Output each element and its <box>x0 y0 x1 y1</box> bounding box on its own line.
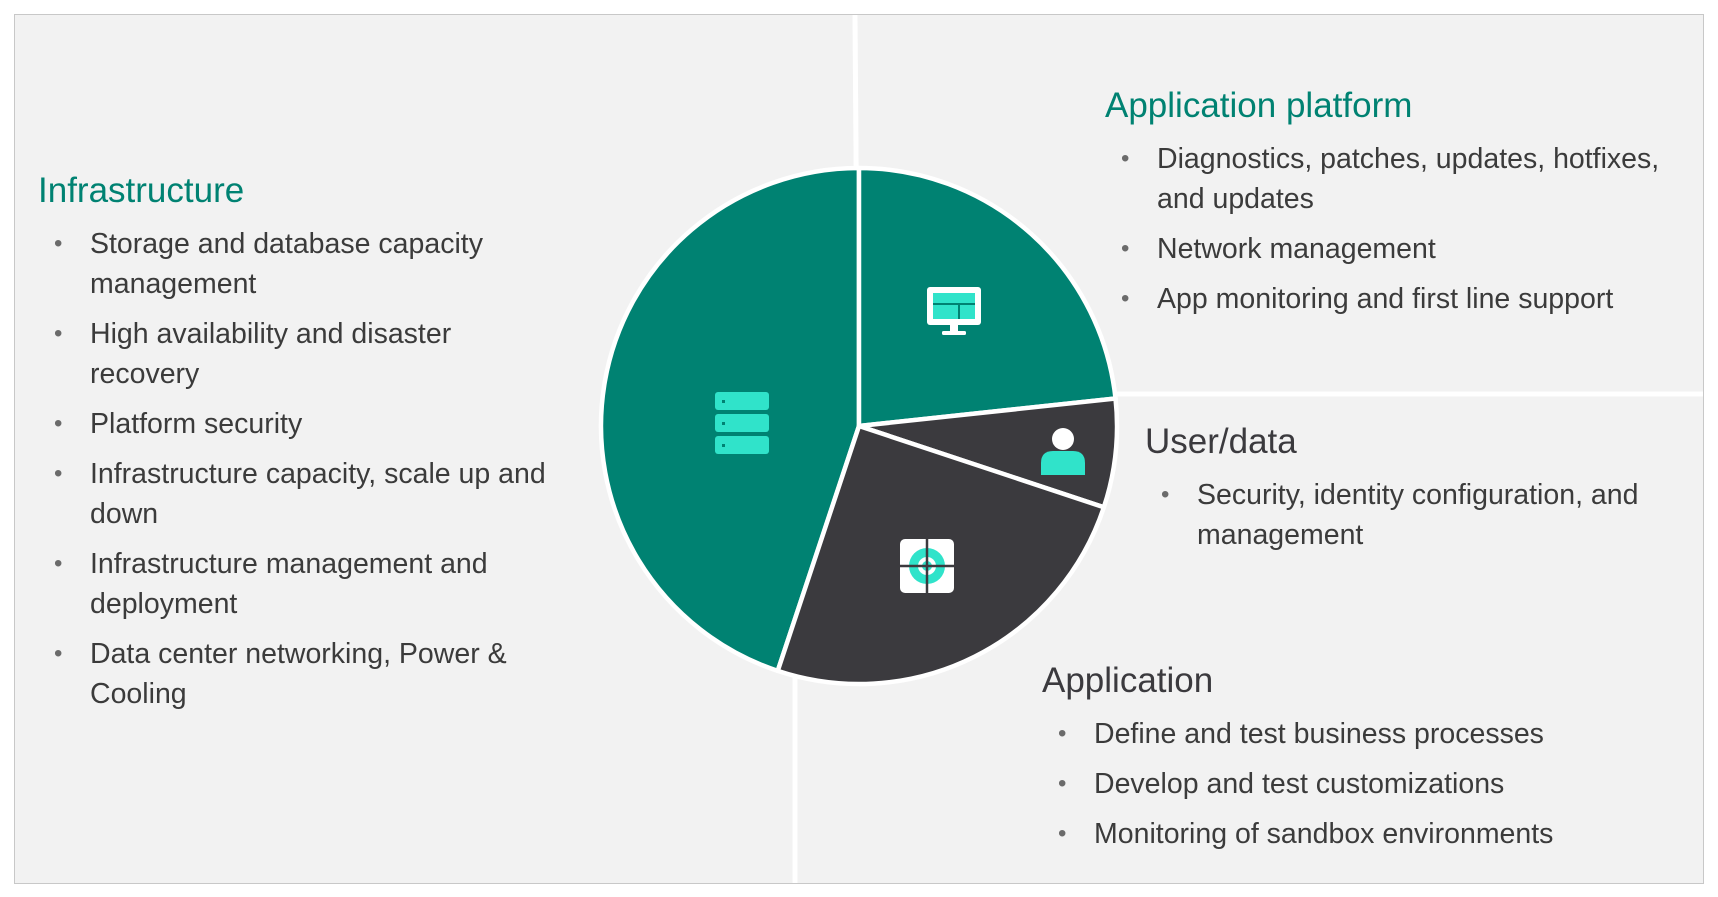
list-item: App monitoring and first line support <box>1105 279 1705 319</box>
monitor-icon <box>927 287 981 335</box>
target-icon <box>900 539 954 593</box>
list-item: Monitoring of sandbox environments <box>1042 814 1642 854</box>
pie-slice-application-platform <box>856 165 1118 429</box>
list-application-platform: Diagnostics, patches, updates, hotfixes,… <box>1105 139 1705 319</box>
list-item: Platform security <box>38 404 558 444</box>
section-title-infrastructure: Infrastructure <box>38 171 245 210</box>
section-title-user-data: User/data <box>1145 422 1297 461</box>
pie-chart <box>598 165 1120 687</box>
server-icon <box>715 392 769 454</box>
list-item: Security, identity configuration, and ma… <box>1145 475 1705 555</box>
list-item: Storage and database capacity management <box>38 224 558 304</box>
section-title-application-platform: Application platform <box>1105 86 1413 125</box>
list-item: High availability and disaster recovery <box>38 314 558 394</box>
list-infrastructure: Storage and database capacity management… <box>38 224 558 714</box>
section-application: Application Define and test business pro… <box>1042 660 1642 864</box>
list-item: Infrastructure capacity, scale up and do… <box>38 454 558 534</box>
user-icon <box>1041 428 1085 475</box>
list-item: Infrastructure management and deployment <box>38 544 558 624</box>
section-user-data: User/data Security, identity configurati… <box>1145 421 1705 565</box>
list-item: Define and test business processes <box>1042 714 1642 754</box>
list-item: Diagnostics, patches, updates, hotfixes,… <box>1105 139 1705 219</box>
section-title-application: Application <box>1042 661 1214 700</box>
list-item: Develop and test customizations <box>1042 764 1642 804</box>
list-item: Network management <box>1105 229 1705 269</box>
section-infrastructure: Infrastructure Storage and database capa… <box>38 170 558 724</box>
list-application: Define and test business processes Devel… <box>1042 714 1642 854</box>
list-item: Data center networking, Power & Cooling <box>38 634 558 714</box>
list-user-data: Security, identity configuration, and ma… <box>1145 475 1705 555</box>
section-application-platform: Application platform Diagnostics, patche… <box>1105 85 1705 329</box>
